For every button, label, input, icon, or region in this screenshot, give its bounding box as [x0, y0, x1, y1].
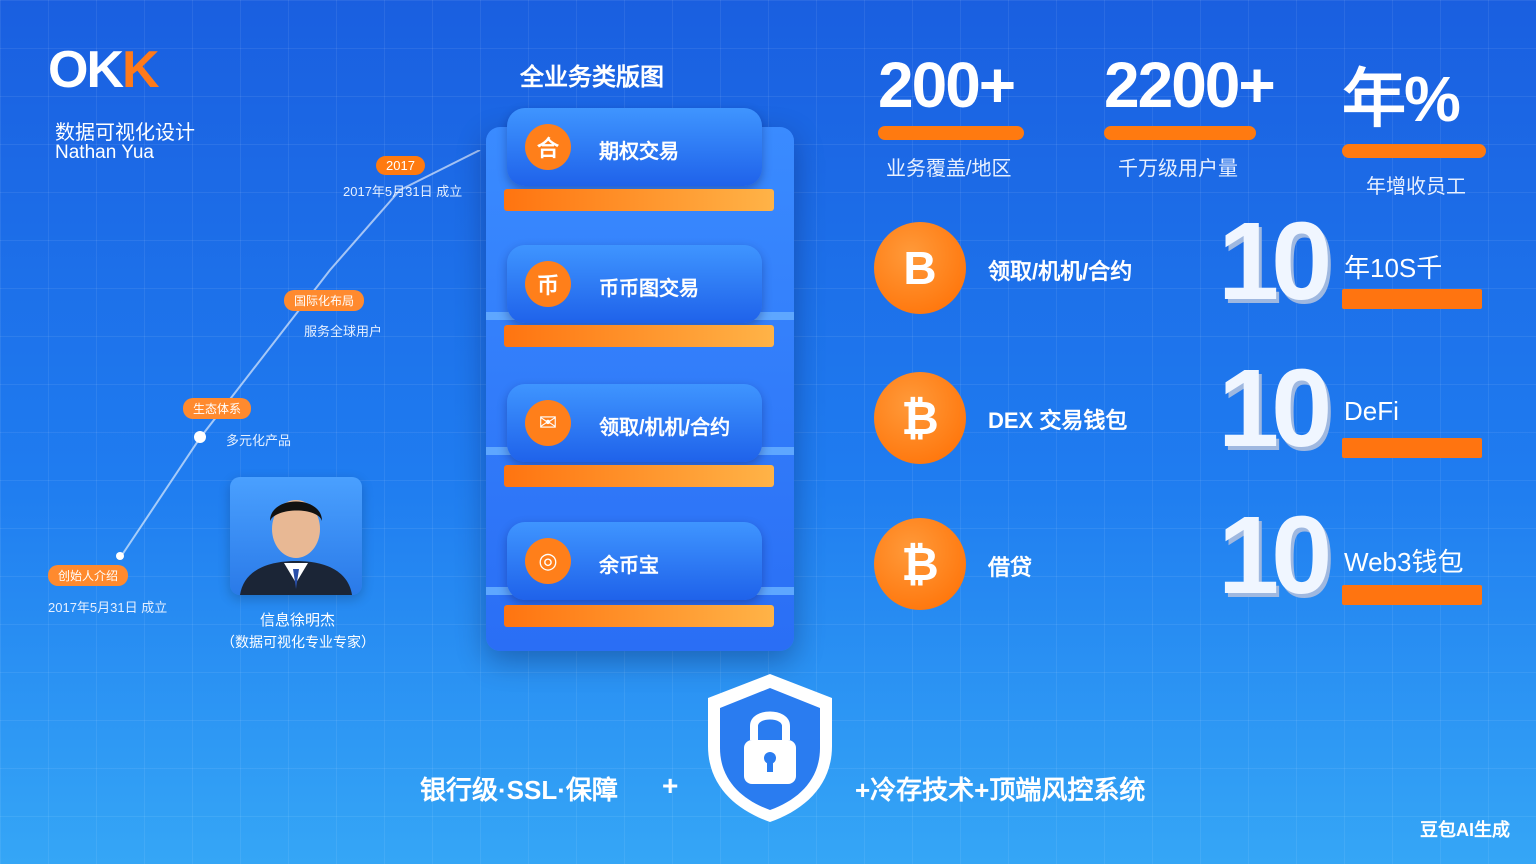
timeline-text-1: 服务全球用户 [304, 324, 383, 339]
founder-title: （数据可视化专业专家） [221, 634, 375, 650]
product-side-label: DeFi [1344, 396, 1399, 426]
timeline-text-2: 多元化产品 [226, 433, 292, 448]
subtitle: 数据可视化设计 [55, 122, 195, 144]
stack-bar [504, 189, 774, 211]
product-side-label: 年10S千 [1344, 253, 1443, 283]
product-label: DEX 交易钱包 [988, 408, 1128, 433]
timeline-date-bottom: 2017年5月31日 成立 [48, 600, 168, 615]
timeline-tag-2: 生态体系 [183, 398, 252, 419]
product-label: 领取/机机/合约 [988, 259, 1133, 284]
founder-name: 信息徐明杰 [259, 612, 335, 629]
author: Nathan Yua [55, 142, 154, 163]
stack-title: 全业务类版图 [520, 64, 664, 91]
stat-value: 2200+ [1104, 49, 1276, 121]
okx-logo: OKK [48, 41, 160, 99]
stat-employees: 年% 年增收员工 [1342, 48, 1492, 199]
stat-label: 千万级用户量 [1118, 158, 1238, 180]
product-big-number: 10 [1218, 200, 1332, 323]
stat-label: 年增收员工 [1366, 176, 1466, 198]
options-icon: 合 [525, 124, 571, 170]
stack-card-label: 币币图交易 [599, 278, 699, 300]
timeline-tag-3: 创始人介绍 [48, 565, 129, 586]
stat-users: 2200+ 千万级用户量 [1104, 48, 1284, 181]
product-big-number: 10 [1218, 347, 1332, 470]
stack-card-earn[interactable]: ◎ 余币宝 [507, 522, 762, 600]
stack-card-label: 期权交易 [599, 141, 679, 163]
timeline-node [194, 431, 206, 443]
timeline-tag-1: 国际化布局 [284, 290, 365, 311]
stack-card-label: 余币宝 [599, 555, 659, 577]
stat-value: 200+ [878, 49, 1016, 121]
stack-card-label: 领取/机机/合约 [599, 417, 731, 439]
mail-icon: ✉ [525, 400, 571, 446]
spot-icon: 币 [525, 261, 571, 307]
product-side-label: Web3钱包 [1344, 547, 1464, 577]
timeline-node-start [116, 552, 124, 560]
stat-underline [1104, 126, 1256, 140]
bitcoin-icon: ₿ [874, 518, 966, 610]
product-side-bar [1342, 585, 1482, 605]
security-left-text: 银行级·SSL·保障 [420, 775, 618, 805]
target-icon: ◎ [525, 538, 571, 584]
stat-countries: 200+ 业务覆盖/地区 [878, 48, 1028, 181]
stack-card-contract[interactable]: ✉ 领取/机机/合约 [507, 384, 762, 462]
timeline-date-top: 2017年5月31日 成立 [343, 184, 463, 199]
founder-photo [230, 477, 362, 595]
timeline-year: 2017 [376, 156, 425, 175]
stack-card-options[interactable]: 合 期权交易 [507, 108, 762, 186]
timeline-line [119, 150, 481, 559]
security-right-text: +冷存技术+顶端风控系统 [855, 775, 1146, 805]
stat-value: 年% [1342, 63, 1461, 135]
product-side-bar [1342, 289, 1482, 309]
product-big-number: 10 [1218, 494, 1332, 617]
stat-underline [878, 126, 1024, 140]
stack-bar [504, 325, 774, 347]
product-side-bar [1342, 438, 1482, 458]
stat-label: 业务覆盖/地区 [886, 158, 1012, 180]
stack-bar [504, 465, 774, 487]
shield-lock-icon [708, 674, 832, 822]
stat-underline [1342, 144, 1486, 158]
product-label: 借贷 [988, 555, 1033, 580]
logo-coin-icon: B [874, 222, 966, 314]
stack-bar [504, 605, 774, 627]
stack-card-spot[interactable]: 币 币币图交易 [507, 245, 762, 323]
bitcoin-icon: ₿ [874, 372, 966, 464]
security-plus: + [662, 770, 679, 801]
watermark: 豆包AI生成 [1420, 820, 1510, 840]
